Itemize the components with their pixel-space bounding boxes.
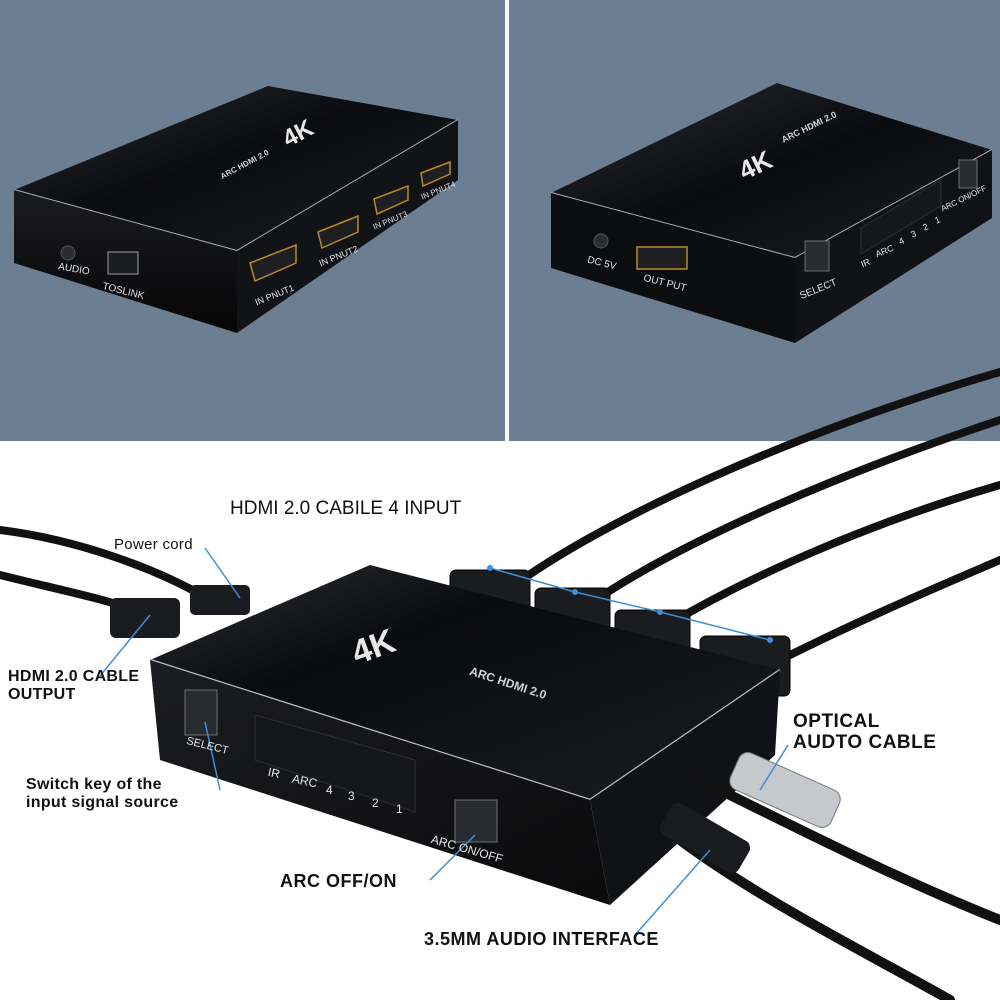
device-input-side-illustration <box>13 86 459 333</box>
arc-button-icon <box>454 799 498 843</box>
device-label-2: 2 <box>372 796 379 810</box>
device-front-face <box>795 150 992 343</box>
device-top-face <box>14 86 458 251</box>
hdmi-port-1-icon <box>249 243 297 283</box>
callout-switch-key-line1: Switch key of the <box>26 776 162 793</box>
device-top-face <box>150 565 780 800</box>
hdmi-port-3-icon <box>373 184 409 216</box>
callout-optical-line2: AUDTO CABLE <box>793 732 937 753</box>
dc-jack-icon <box>593 233 609 249</box>
audio-jack-connector <box>659 802 751 874</box>
photo-panel-output-side: 4K ARC HDMI 2.0 DC 5V OUT PUT SELECT IR … <box>509 0 1000 441</box>
hdmi-port-2-icon <box>317 214 359 250</box>
device-label-1: 1 <box>396 802 403 816</box>
callout-optical-line1: OPTICAL <box>793 711 880 732</box>
input-cables <box>504 368 1000 664</box>
hdmi-port-4-icon <box>420 160 451 188</box>
panel-divider <box>505 0 509 441</box>
select-button-icon <box>804 240 830 272</box>
callout-dots <box>487 565 773 643</box>
callout-hdmi-output-line1: HDMI 2.0 CABLE <box>8 668 140 685</box>
select-button-icon <box>184 689 218 736</box>
callout-audio-interface: 3.5MM AUDIO INTERFACE <box>424 929 659 949</box>
power-cord-connector <box>190 585 250 615</box>
hdmi-output-port-icon <box>636 246 688 270</box>
toslink-port-icon <box>107 251 139 275</box>
led-indicator-window <box>254 714 416 813</box>
callout-arc-off-on: ARC OFF/ON <box>280 871 397 891</box>
device-output-side-illustration <box>550 83 993 343</box>
callout-hdmi-output-line2: OUTPUT <box>8 686 76 703</box>
audio-jack-icon <box>60 245 76 261</box>
device-label-3: 3 <box>348 789 355 803</box>
device-side-face <box>590 670 780 905</box>
bottom-title: HDMI 2.0 CABILE 4 INPUT <box>230 498 462 519</box>
optical-connector <box>729 752 841 828</box>
hdmi-output-connector <box>110 598 180 638</box>
callout-power-cord: Power cord <box>114 536 193 553</box>
device-top-face <box>551 83 992 258</box>
device-label-4: 4 <box>326 783 333 797</box>
photo-panel-input-side: 4K ARC HDMI 2.0 AUDIO TOSLINK IN PNUT1 I… <box>0 0 505 441</box>
callout-switch-key-line2: input signal source <box>26 794 179 811</box>
callout-lines <box>99 547 789 936</box>
arc-button-icon <box>958 159 978 189</box>
audio-cables <box>675 775 1000 1000</box>
led-indicator-window <box>860 179 942 255</box>
